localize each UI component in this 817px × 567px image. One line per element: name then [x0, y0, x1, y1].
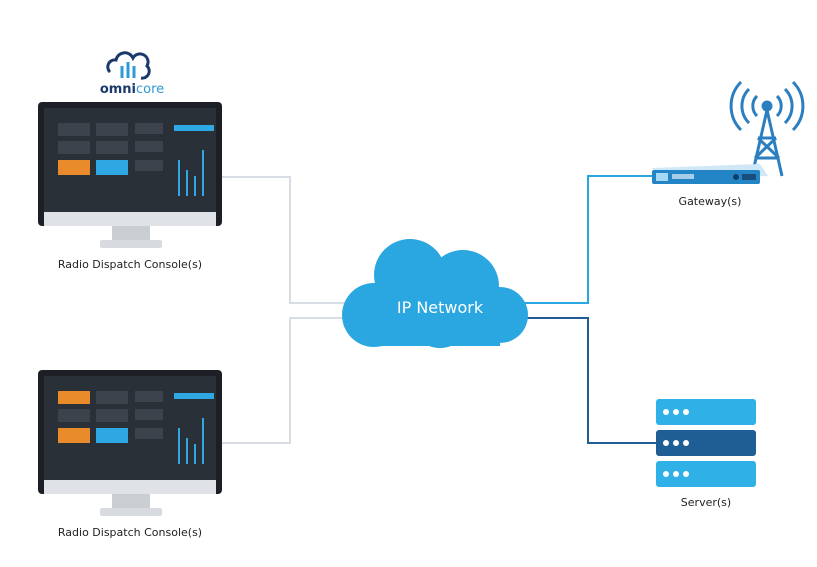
server-label: Server(s)	[680, 496, 732, 509]
cloud-icon	[342, 239, 528, 348]
server-stack-icon	[656, 399, 756, 487]
radio-tower-icon	[729, 80, 805, 177]
console-bottom-label: Radio Dispatch Console(s)	[57, 526, 203, 539]
logo-brand-light: core	[136, 82, 165, 97]
monitor-icon	[38, 102, 222, 248]
gateway-device-icon	[652, 164, 768, 184]
console-top-label: Radio Dispatch Console(s)	[57, 258, 203, 271]
logo-brand-bold: omni	[99, 82, 137, 97]
monitor-icon	[38, 370, 222, 516]
gateway-label: Gateway(s)	[678, 195, 742, 208]
link-network-to-gateway	[525, 175, 660, 304]
link-console-bottom-to-network	[222, 317, 350, 444]
connection-lines	[222, 175, 660, 444]
link-console-top-to-network	[222, 176, 350, 304]
omnicore-logo-icon	[106, 51, 151, 80]
network-label: IP Network	[396, 298, 484, 317]
link-network-to-server	[525, 317, 656, 444]
omnicore-logo: omnicore	[82, 82, 182, 97]
